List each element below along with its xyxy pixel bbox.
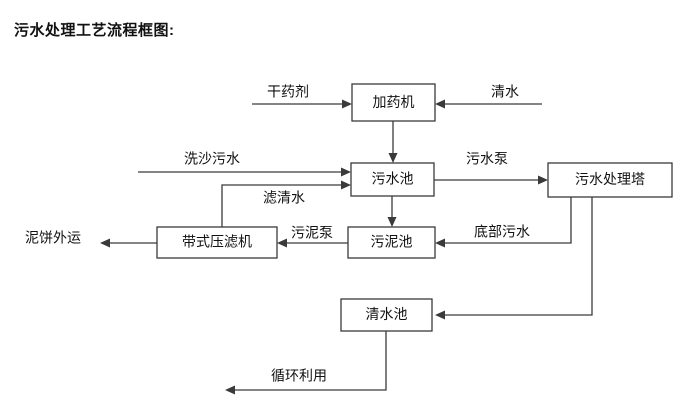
node-belt-filter-press[interactable]: 带式压滤机	[156, 226, 278, 259]
edge-mud-cake-output	[100, 238, 157, 248]
node-clear-water-pool[interactable]: 清水池	[340, 298, 433, 332]
edge-dosing-to-wastewater-pool	[388, 121, 398, 163]
node-label-dosing-machine: 加药机	[373, 94, 415, 110]
node-label-clear-water-pool: 清水池	[366, 306, 408, 322]
edge-bottom-wastewater	[435, 197, 572, 248]
node-label-wastewater-treatment-tower: 污水处理塔	[575, 171, 645, 187]
edge-label-sludge-pump: 污泥泵	[291, 225, 333, 241]
node-sludge-pool[interactable]: 污泥池	[347, 226, 436, 259]
edge-tower-to-clear-water-pool	[435, 197, 593, 320]
node-label-belt-filter-press: 带式压滤机	[182, 234, 252, 250]
node-wastewater-treatment-tower[interactable]: 污水处理塔	[547, 162, 673, 198]
node-wastewater-pool[interactable]: 污水池	[350, 162, 435, 197]
edge-sludge-pump	[277, 238, 348, 248]
edge-label-mud-cake-output: 泥饼外运	[25, 230, 81, 246]
node-label-sludge-pool: 污泥池	[371, 234, 413, 250]
edge-dry-chemical-input	[252, 99, 352, 109]
edge-label-bottom-wastewater: 底部污水	[474, 224, 530, 240]
edge-wastewater-pool-to-sludge-pool	[387, 196, 397, 227]
edge-wastewater-pump	[434, 175, 548, 185]
edge-label-dry-chemical: 干药剂	[267, 84, 309, 100]
edge-recycle-output	[225, 331, 387, 395]
edge-clean-water-input	[435, 99, 542, 109]
edge-label-sand-wash-wastewater: 洗沙污水	[184, 151, 240, 167]
edge-label-filtered-clear-water: 滤清水	[263, 190, 305, 206]
node-dosing-machine[interactable]: 加药机	[351, 83, 436, 122]
edge-filtered-clear-water	[221, 180, 351, 227]
page-title: 污水处理工艺流程框图:	[14, 22, 175, 39]
edge-sand-wash-input	[138, 167, 351, 177]
edge-label-wastewater-pump: 污水泵	[466, 151, 508, 167]
node-label-wastewater-pool: 污水池	[372, 171, 414, 187]
edge-label-recycle: 循环利用	[271, 368, 327, 384]
edge-label-clean-water: 清水	[491, 84, 519, 100]
